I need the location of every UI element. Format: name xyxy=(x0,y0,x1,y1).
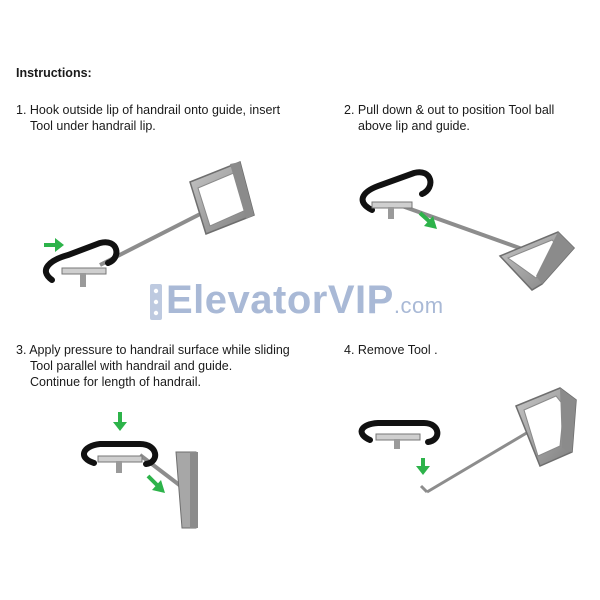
guide xyxy=(371,201,413,219)
pull-down-out-arrow xyxy=(418,211,437,229)
handrail-profile xyxy=(43,239,120,283)
step-1-line-2: Tool under handrail lip. xyxy=(30,119,156,133)
step-3-illustration xyxy=(81,412,198,529)
remove-down-arrow xyxy=(416,458,430,475)
push-right-arrow xyxy=(44,238,64,252)
step-3-text: 3. Apply pressure to handrail surface wh… xyxy=(16,342,290,390)
guide xyxy=(61,267,107,287)
watermark-brand-first: Elevator xyxy=(166,278,328,322)
step-3-line-2: Tool parallel with handrail and guide. xyxy=(30,359,233,373)
instructions-title: Instructions: xyxy=(16,66,92,80)
tool-rod xyxy=(138,453,184,489)
step-2-line-2: above lip and guide. xyxy=(358,119,470,133)
tool-hook-tip xyxy=(419,484,429,494)
step-2-text: 2. Pull down & out to position Tool ball… xyxy=(344,102,554,134)
tool-handle-frame xyxy=(189,160,255,235)
guide xyxy=(97,455,143,473)
slide-arrow xyxy=(146,474,165,493)
tool-handle-frame xyxy=(515,387,577,467)
guide xyxy=(375,433,421,449)
tool-handle-frame xyxy=(175,451,198,529)
press-down-arrow xyxy=(113,412,127,431)
tool-handle-frame xyxy=(498,231,576,291)
step-1-illustration xyxy=(43,160,255,287)
step-4-text: 4. Remove Tool . xyxy=(344,342,438,358)
step-4-illustration xyxy=(358,387,577,494)
handrail-profile xyxy=(358,420,441,445)
watermark-logo-plate xyxy=(150,284,162,320)
tool-rod xyxy=(426,423,541,494)
step-1-line-1: 1. Hook outside lip of handrail onto gui… xyxy=(16,103,281,117)
handrail-profile xyxy=(359,169,434,213)
step-1-text: 1. Hook outside lip of handrail onto gui… xyxy=(16,102,280,134)
watermark: ElevatorVIP.com xyxy=(166,278,444,323)
step-2-line-1: 2. Pull down & out to position Tool ball xyxy=(344,103,555,117)
step-3-line-3: Continue for length of handrail. xyxy=(30,375,201,389)
step-3-line-1: 3. Apply pressure to handrail surface wh… xyxy=(16,343,290,357)
step-4-line-1: 4. Remove Tool . xyxy=(344,343,438,357)
watermark-domain: .com xyxy=(393,293,444,318)
watermark-brand-second: VIP xyxy=(327,278,394,322)
handrail-profile xyxy=(81,441,158,467)
step-2-illustration xyxy=(359,169,576,291)
